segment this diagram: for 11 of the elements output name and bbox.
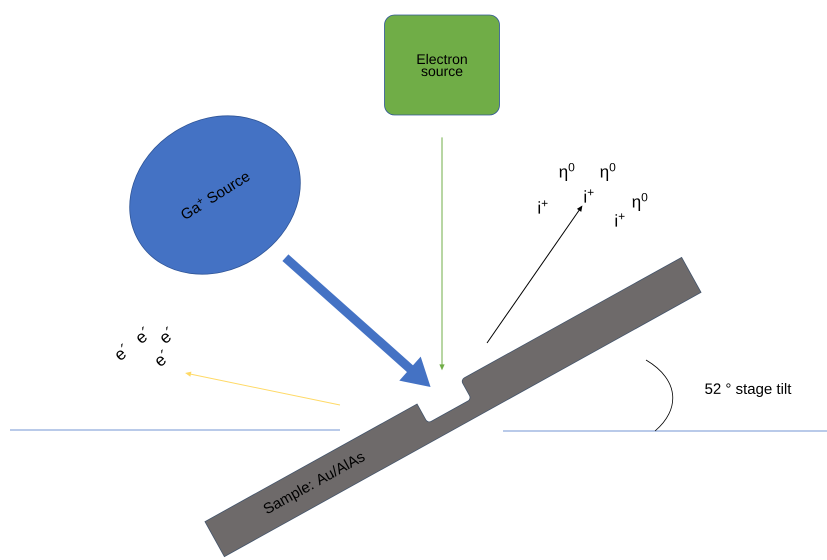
particle-symbol: i$^{+}$: [616, 213, 625, 227]
particle-symbol: i$^{+}$: [584, 189, 594, 203]
particle-symbol: e´: [156, 349, 166, 366]
particle-symbol: e´: [116, 343, 126, 360]
particle-symbol: η$^{0}$: [600, 162, 616, 182]
particle-symbol: η$^{0}$: [632, 192, 648, 212]
particle-symbol: i$^{+}$: [538, 200, 548, 214]
particle-symbol: e´: [161, 326, 171, 343]
particle-symbol: η$^{0}$: [560, 162, 574, 182]
particle-symbol: e´: [137, 326, 147, 343]
source-box: Electron source: [384, 14, 500, 116]
